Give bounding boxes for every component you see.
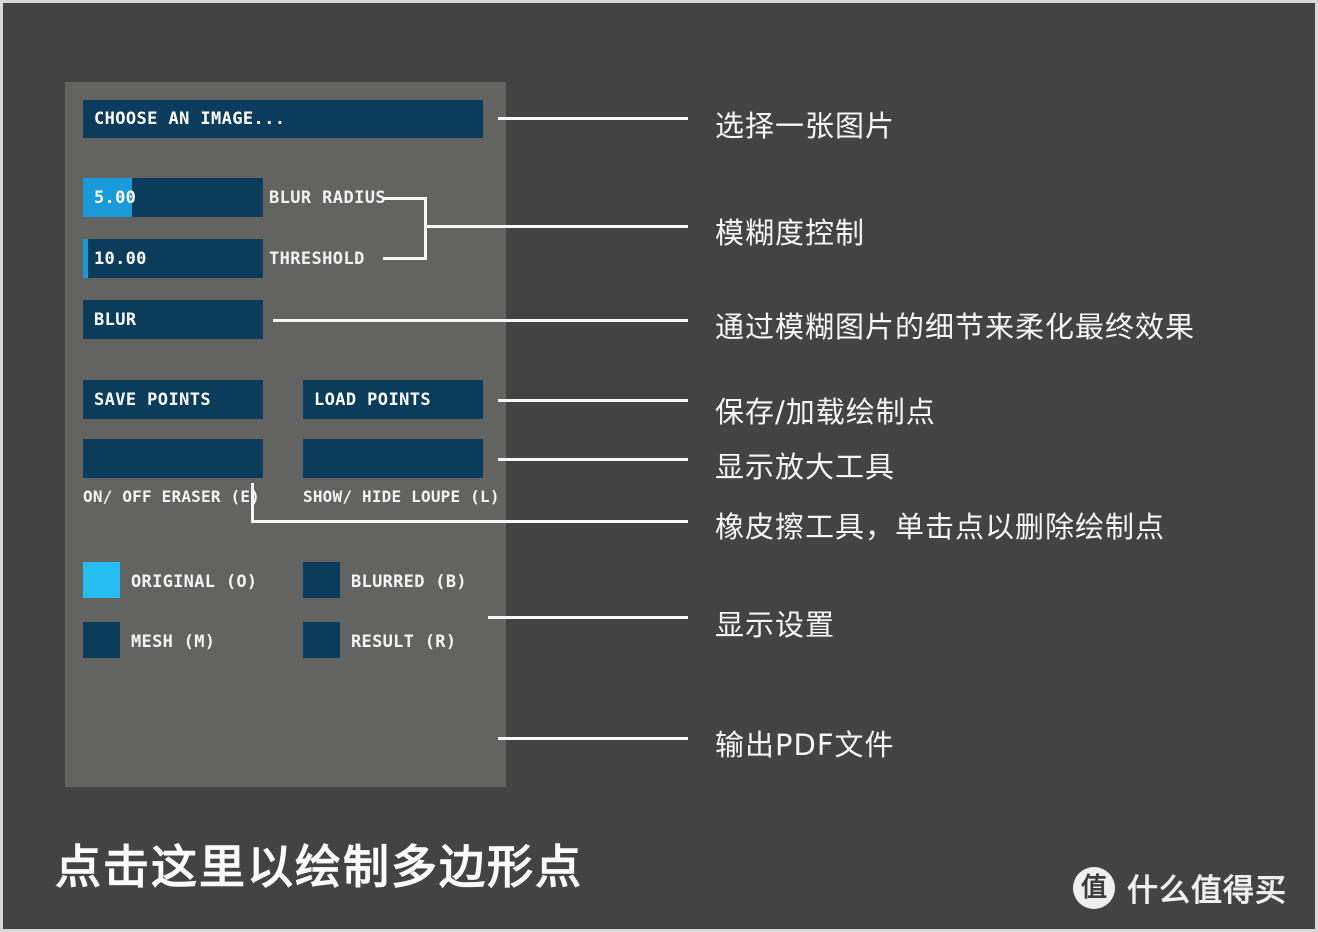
swatch-mesh-label: MESH (M) bbox=[131, 632, 216, 652]
choose-image-button[interactable]: Choose an image... bbox=[83, 100, 483, 138]
blur-button[interactable]: Blur bbox=[83, 300, 263, 339]
threshold-label: Threshold bbox=[269, 249, 365, 269]
blur-radius-label: Blur Radius bbox=[269, 188, 386, 208]
swatch-result[interactable] bbox=[303, 622, 340, 658]
loupe-toggle-caption: SHOW/ HIDE LOUPE (L) bbox=[303, 487, 500, 506]
swatch-result-label: RESULT (R) bbox=[351, 632, 457, 652]
watermark-text: 什么值得买 bbox=[1127, 873, 1287, 909]
choose-image-label: Choose an image... bbox=[94, 109, 286, 129]
blur-button-label: Blur bbox=[94, 309, 137, 330]
leader-line-save-load-points bbox=[498, 399, 688, 402]
leader-line-blur-radius bbox=[383, 197, 427, 200]
threshold-slider-fill bbox=[83, 239, 89, 278]
save-points-label: Save Points bbox=[94, 389, 211, 410]
annotation-blur-detail: 通过模糊图片的细节来柔化最终效果 bbox=[715, 310, 1196, 344]
annotation-blur-controls: 模糊度控制 bbox=[715, 216, 866, 250]
annotation-loupe: 显示放大工具 bbox=[715, 450, 896, 484]
swatch-mesh[interactable] bbox=[83, 622, 120, 658]
threshold-slider[interactable]: 10.00 bbox=[83, 239, 263, 278]
control-panel: Choose an image... 5.00 Blur Radius 10.0… bbox=[65, 82, 506, 787]
blur-radius-value: 5.00 bbox=[94, 187, 137, 208]
smzdm-logo-icon: 值 bbox=[1073, 866, 1115, 909]
leader-line-eraser bbox=[251, 520, 688, 523]
leader-line-export-pdf bbox=[498, 737, 688, 740]
leader-line-blur-button bbox=[273, 319, 688, 322]
annotation-choose-image: 选择一张图片 bbox=[715, 109, 896, 143]
swatch-original[interactable] bbox=[83, 562, 120, 598]
leader-bracket-blur-controls bbox=[424, 197, 427, 260]
save-points-button[interactable]: Save Points bbox=[83, 380, 263, 419]
load-points-button[interactable]: Load Points bbox=[303, 380, 483, 419]
annotation-eraser: 橡皮擦工具，单击点以删除绘制点 bbox=[715, 510, 1166, 544]
threshold-value: 10.00 bbox=[94, 248, 147, 269]
annotation-display-settings: 显示设置 bbox=[715, 608, 836, 642]
page-caption: 点击这里以绘制多边形点 bbox=[55, 840, 583, 894]
annotation-export-pdf: 输出PDF文件 bbox=[715, 728, 895, 762]
leader-line-display-settings bbox=[488, 616, 688, 619]
blur-radius-slider-fill bbox=[83, 178, 132, 217]
swatch-original-label: ORIGINAL (O) bbox=[131, 572, 258, 592]
leader-line-choose-image bbox=[498, 117, 688, 120]
leader-line-loupe bbox=[498, 458, 688, 461]
swatch-blurred-label: BLURRED (B) bbox=[351, 572, 467, 592]
eraser-toggle-caption: ON/ OFF ERASER (E) bbox=[83, 487, 260, 506]
leader-line-threshold bbox=[383, 257, 427, 260]
eraser-toggle-button[interactable] bbox=[83, 439, 263, 478]
blur-radius-slider[interactable]: 5.00 bbox=[83, 178, 263, 217]
load-points-label: Load Points bbox=[314, 389, 431, 410]
loupe-toggle-button[interactable] bbox=[303, 439, 483, 478]
annotation-save-load-points: 保存/加载绘制点 bbox=[715, 395, 936, 429]
leader-bracket-eraser bbox=[251, 483, 254, 523]
watermark: 值 什么值得买 bbox=[1073, 865, 1287, 910]
swatch-blurred[interactable] bbox=[303, 562, 340, 598]
leader-line-blur-controls bbox=[424, 225, 688, 228]
